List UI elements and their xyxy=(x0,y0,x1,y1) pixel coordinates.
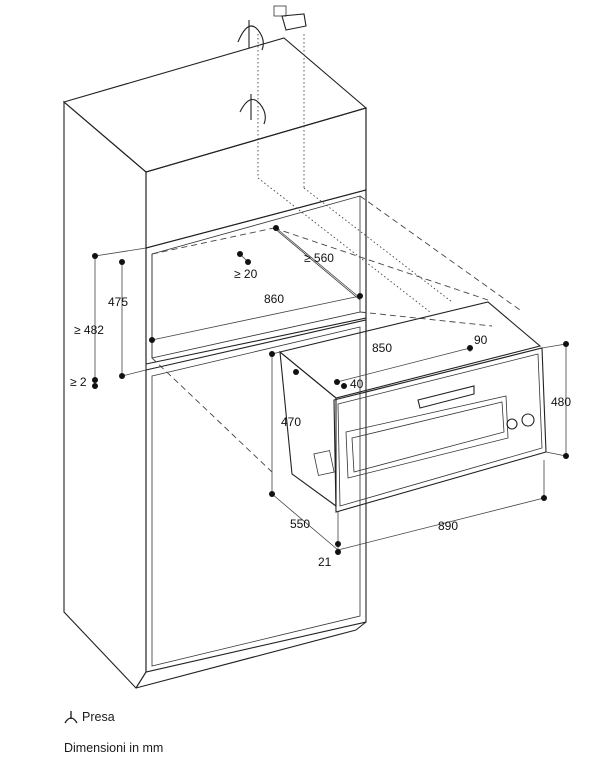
cable-route xyxy=(257,34,453,313)
legend-socket-label: Presa xyxy=(82,710,115,724)
dimension-labels: ≥ 482 475 ≥ 2 ≥ 20 ≥ 560 860 850 90 40 4… xyxy=(70,251,571,569)
tall-cabinet xyxy=(62,37,368,689)
dim-90: 90 xyxy=(474,333,488,347)
dim-860: 860 xyxy=(264,292,284,306)
dim-2: ≥ 2 xyxy=(70,375,87,389)
dimension-points xyxy=(92,225,569,555)
dim-21: 21 xyxy=(318,555,332,569)
socket-icon xyxy=(237,20,264,51)
oven xyxy=(278,301,547,513)
plug-icon xyxy=(273,5,307,31)
socket-icon xyxy=(239,94,266,125)
units-label: Dimensioni in mm xyxy=(64,741,164,755)
dim-850: 850 xyxy=(372,341,392,355)
dim-480: 480 xyxy=(551,395,571,409)
dim-550: 550 xyxy=(290,517,310,531)
dim-560: ≥ 560 xyxy=(304,251,334,265)
dim-890: 890 xyxy=(438,519,458,533)
dim-482: ≥ 482 xyxy=(74,323,104,337)
socket-icon xyxy=(64,711,78,724)
installation-diagram: ≥ 482 475 ≥ 2 ≥ 20 ≥ 560 860 850 90 40 4… xyxy=(62,5,571,689)
projection-lines xyxy=(151,195,521,473)
dim-470: 470 xyxy=(281,415,301,429)
dim-475: 475 xyxy=(108,295,128,309)
dim-40: 40 xyxy=(350,377,364,391)
dim-20: ≥ 20 xyxy=(234,267,258,281)
dimension-lines xyxy=(94,227,567,551)
legend-socket: Presa xyxy=(64,710,115,724)
legend-units: Dimensioni in mm xyxy=(64,741,163,755)
